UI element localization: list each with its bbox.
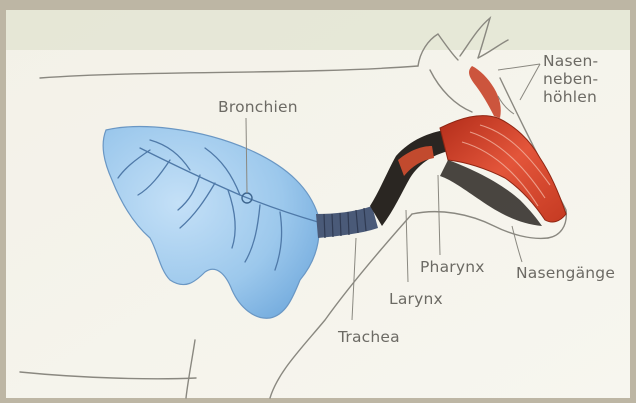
label-nasennebenhoehlen: Nasen- neben- höhlen	[543, 52, 598, 106]
label-bronchien: Bronchien	[218, 98, 298, 116]
paper-top-band	[6, 10, 630, 50]
label-nasennebenhoehlen-line1: Nasen-	[543, 52, 598, 70]
label-larynx: Larynx	[389, 290, 443, 308]
label-pharynx: Pharynx	[420, 258, 485, 276]
label-nasengaenge: Nasengänge	[516, 264, 615, 282]
label-nasennebenhoehlen-line2: neben-	[543, 70, 598, 88]
label-trachea: Trachea	[338, 328, 400, 346]
label-nasennebenhoehlen-line3: höhlen	[543, 88, 598, 106]
